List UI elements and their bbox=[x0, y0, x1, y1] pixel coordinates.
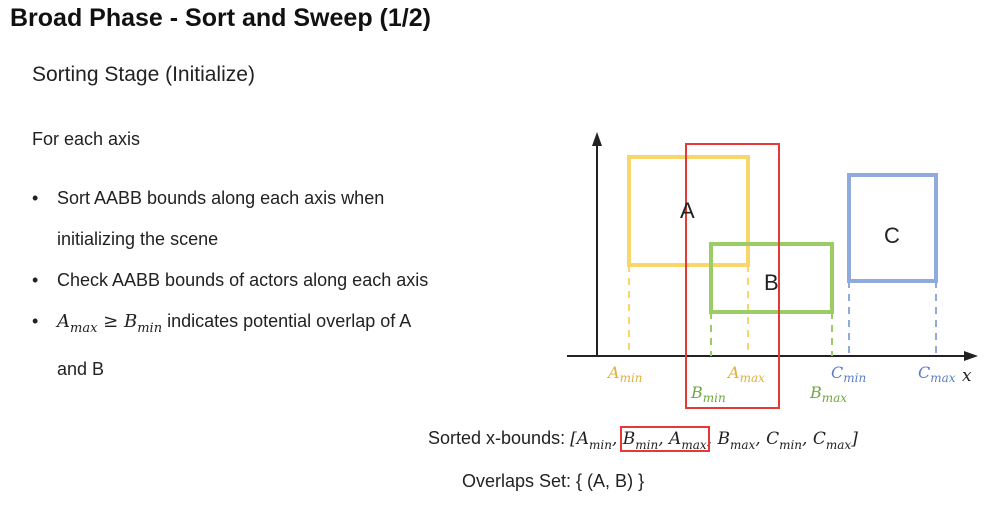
overlap-highlight bbox=[685, 143, 780, 409]
x-axis-arrow-icon bbox=[964, 351, 978, 361]
bullet-item: • Amax ≥ Bmin indicates potential overla… bbox=[32, 301, 512, 390]
bullet-item: • Sort AABB bounds along each axis when … bbox=[32, 178, 512, 260]
sorted-bounds-label: Sorted x-bounds: bbox=[428, 428, 571, 448]
bullet-item: • Check AABB bounds of actors along each… bbox=[32, 260, 512, 301]
bound-label-a-min: Amin bbox=[606, 363, 643, 385]
sorted-highlight: Bmin, Amax bbox=[619, 426, 710, 452]
bullet-dot: • bbox=[32, 270, 39, 290]
overlaps-set: Overlaps Set: { (A, B) } bbox=[462, 471, 645, 491]
bullet-text-continued: initializing the scene bbox=[57, 229, 219, 249]
box-label-b: B bbox=[764, 270, 779, 295]
box-label-c: C bbox=[884, 223, 900, 248]
sorted-item: Cmin bbox=[766, 429, 803, 452]
bullet-text-continued: and B bbox=[57, 359, 105, 379]
bound-label-c-min: Cmin bbox=[831, 363, 866, 385]
bound-label-a-max: Amax bbox=[726, 363, 765, 385]
bullet-text: Check AABB bounds of actors along each a… bbox=[57, 270, 429, 290]
sorted-item: Amax bbox=[669, 429, 707, 452]
aabb-box-a bbox=[627, 155, 750, 267]
y-axis-arrow-icon bbox=[592, 132, 602, 146]
aabb-box-b bbox=[709, 242, 834, 314]
box-label-a: A bbox=[680, 198, 695, 223]
sorted-item: Amin bbox=[576, 429, 612, 452]
bound-label-b-max: Bmax bbox=[809, 383, 847, 405]
bullet-text: Amax ≥ Bmin indicates potential overlap … bbox=[57, 311, 412, 336]
sorted-item: Bmax bbox=[717, 429, 756, 452]
sorted-item: Cmax bbox=[812, 429, 852, 452]
bound-label-b-min: Bmin bbox=[690, 383, 726, 405]
bullet-dot: • bbox=[32, 311, 39, 331]
aabb-sweep-diagram: x A B C Amin Bmin Amax Bmax Cmin Cmax bbox=[567, 132, 978, 409]
bound-label-c-max: Cmax bbox=[918, 363, 956, 385]
slide-title: Broad Phase - Sort and Sweep (1/2) bbox=[10, 4, 431, 32]
bullet-list: • Sort AABB bounds along each axis when … bbox=[32, 178, 512, 390]
lead-text: For each axis bbox=[32, 129, 141, 149]
aabb-box-c bbox=[847, 173, 938, 283]
math-expression: Amax ≥ Bmin bbox=[57, 311, 163, 336]
bullet-text: Sort AABB bounds along each axis when bbox=[57, 188, 385, 208]
bullet-dot: • bbox=[32, 188, 39, 208]
slide-subtitle: Sorting Stage (Initialize) bbox=[32, 63, 255, 86]
x-axis-label: x bbox=[962, 366, 972, 386]
sorted-bounds-list: [Amin, Bmin, Amax, Bmax, Cmin, Cmax] bbox=[570, 426, 858, 452]
sorted-item: Bmin bbox=[622, 429, 659, 452]
sorted-bounds-line: Sorted x-bounds: [Amin, Bmin, Amax, Bmax… bbox=[428, 426, 858, 452]
